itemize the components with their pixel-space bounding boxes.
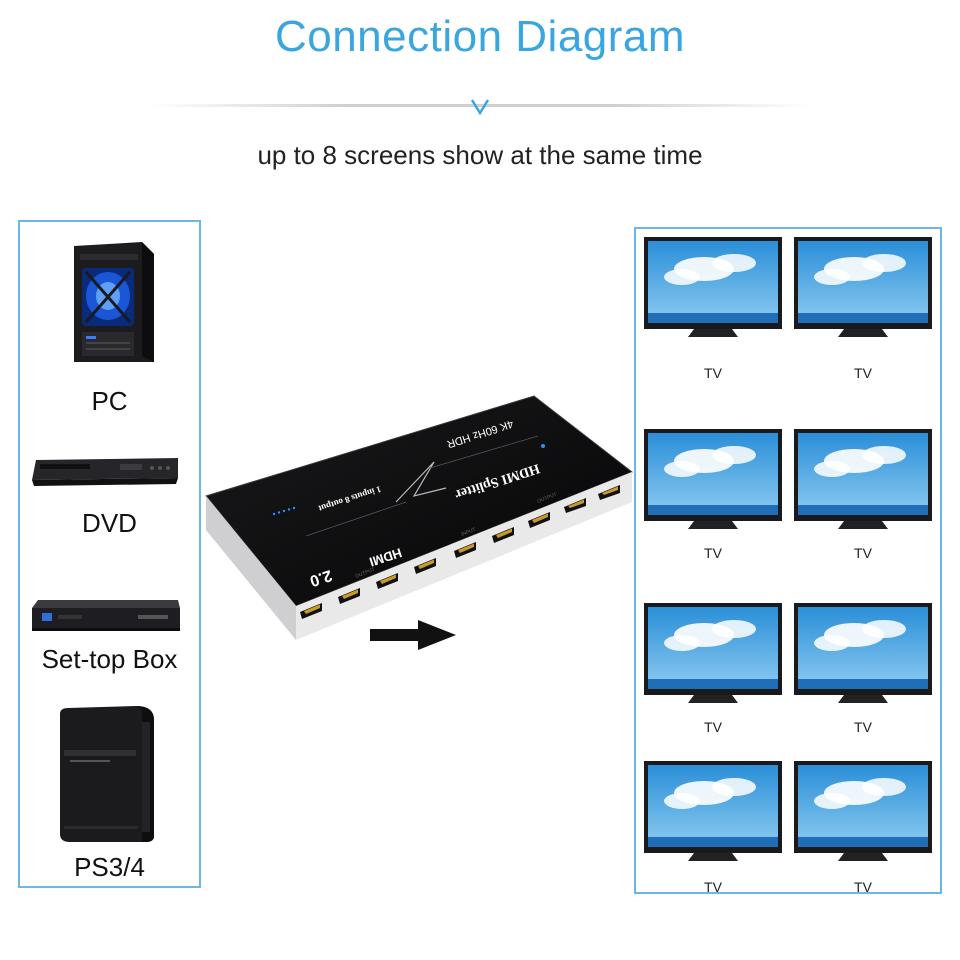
source-item-game-console: PS3/4 bbox=[20, 700, 199, 890]
tv-icon bbox=[794, 237, 932, 337]
tv-label: TV bbox=[704, 545, 722, 561]
tv-display: TV bbox=[644, 761, 782, 911]
tv-label: TV bbox=[854, 545, 872, 561]
tv-label: TV bbox=[854, 365, 872, 381]
source-item-set-top-box: Set-top Box bbox=[20, 592, 199, 692]
port-group-input-label: INPUT bbox=[461, 527, 477, 538]
hdmi-version-text: 2.0 bbox=[308, 566, 335, 589]
tv-label: TV bbox=[704, 879, 722, 895]
page-subtitle: up to 8 screens show at the same time bbox=[257, 140, 703, 170]
source-label: PS3/4 bbox=[74, 852, 145, 882]
hdmi-port bbox=[338, 588, 360, 604]
signal-arrow-icon bbox=[370, 620, 456, 650]
tv-display: TV bbox=[794, 761, 932, 911]
hdmi-port bbox=[564, 498, 586, 513]
hdmi-port bbox=[598, 485, 620, 500]
hdmi-splitter-device: 4K 60Hz HDR HDMI Splitter 1 inputs 8 out… bbox=[205, 395, 633, 640]
source-item-pc: PC bbox=[20, 236, 199, 426]
chevron-down-icon bbox=[470, 99, 490, 116]
tv-display: TV bbox=[794, 237, 932, 387]
tv-label: TV bbox=[704, 719, 722, 735]
title-divider bbox=[150, 104, 810, 107]
tv-icon bbox=[794, 429, 932, 529]
source-label: PC bbox=[91, 386, 128, 416]
tv-icon bbox=[644, 603, 782, 703]
hdmi-port bbox=[414, 558, 436, 574]
tv-icon bbox=[794, 603, 932, 703]
tv-label: TV bbox=[854, 719, 872, 735]
pc-tower-icon bbox=[74, 242, 154, 362]
tv-display: TV bbox=[644, 237, 782, 387]
tv-label: TV bbox=[854, 879, 872, 895]
tv-icon bbox=[794, 761, 932, 861]
tv-icon bbox=[644, 429, 782, 529]
source-label: Set-top Box bbox=[41, 644, 178, 674]
tv-display: TV bbox=[794, 603, 932, 753]
hdmi-port bbox=[528, 512, 550, 528]
tv-label: TV bbox=[704, 365, 722, 381]
page-title: Connection Diagram bbox=[274, 12, 686, 61]
game-console-icon bbox=[60, 706, 154, 842]
hdmi-port bbox=[376, 573, 398, 589]
dvd-player-icon bbox=[32, 458, 178, 486]
tv-display: TV bbox=[644, 603, 782, 753]
tv-icon bbox=[644, 761, 782, 861]
output-displays-panel: TV TV TV TV TV TV TV TV bbox=[634, 227, 942, 895]
source-devices-panel: PC DVD Set-top Box bbox=[18, 220, 201, 888]
hdmi-port bbox=[300, 603, 322, 619]
set-top-box-icon bbox=[32, 600, 180, 631]
source-item-dvd: DVD bbox=[20, 450, 199, 550]
tv-display: TV bbox=[644, 429, 782, 579]
hdmi-port bbox=[454, 542, 476, 558]
tv-icon bbox=[644, 237, 782, 337]
hdmi-port bbox=[492, 527, 514, 543]
source-label: DVD bbox=[82, 508, 137, 538]
tv-display: TV bbox=[794, 429, 932, 579]
